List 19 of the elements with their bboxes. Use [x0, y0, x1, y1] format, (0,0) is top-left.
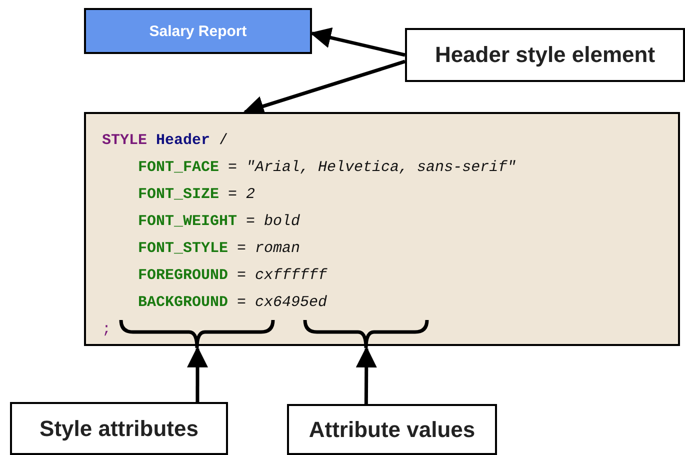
code-line: BACKGROUND = cx6495ed [138, 294, 328, 311]
callout-box [287, 404, 497, 455]
code-line: FONT_FACE = "Arial, Helvetica, sans-serif" [138, 159, 516, 176]
callout-label: Style attributes [40, 416, 198, 442]
callout-label: Header style element [434, 42, 656, 68]
header-preview-box [84, 8, 312, 54]
callout-box [405, 28, 685, 82]
arrow [187, 346, 208, 402]
callout-label: Attribute values [308, 416, 476, 442]
code-line: ; [102, 321, 112, 338]
code-line: FONT_SIZE = 2 [138, 186, 256, 203]
code-line: FOREGROUND = cxffffff [138, 267, 328, 284]
header-text: Salary Report [149, 22, 247, 40]
arrow [356, 346, 377, 404]
code-line: FONT_WEIGHT = bold [138, 213, 300, 230]
callout-box [10, 402, 228, 455]
code-panel [84, 112, 680, 346]
code-line: STYLE Header / [102, 132, 228, 149]
code-line: FONT_STYLE = roman [138, 240, 300, 257]
